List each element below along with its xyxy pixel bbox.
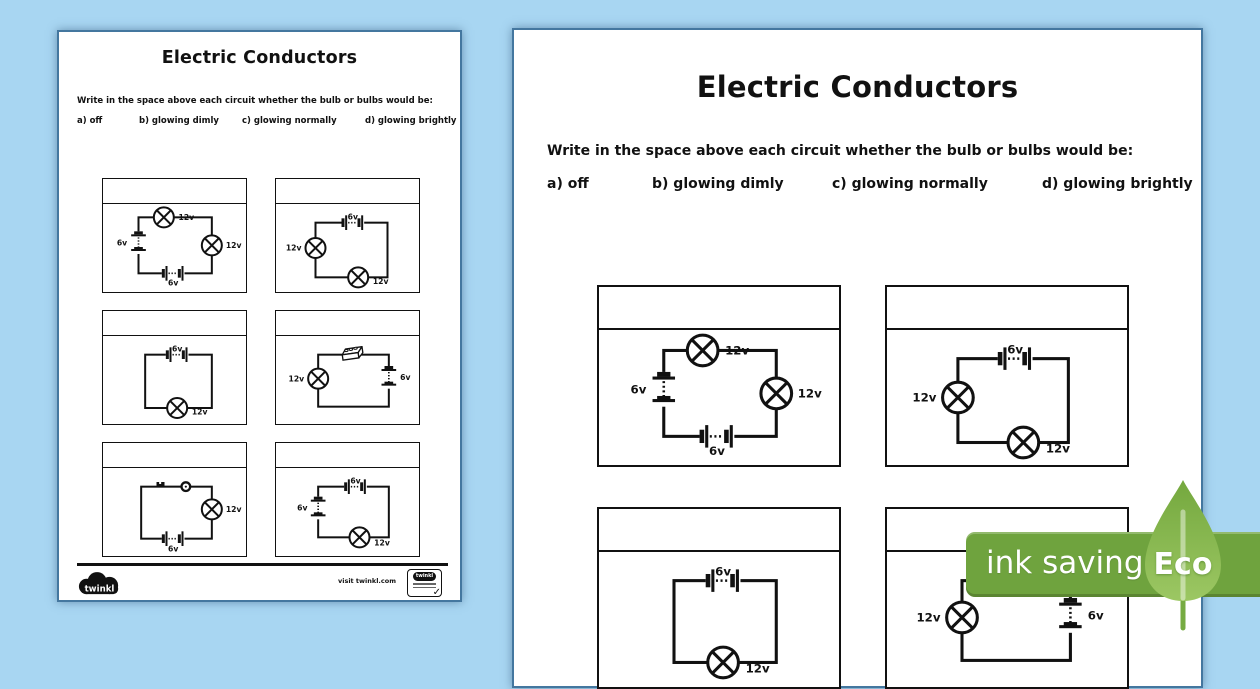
svg-text:6v: 6v — [631, 382, 647, 396]
option-b: b) glowing dimly — [139, 116, 219, 126]
option-c: c) glowing normally — [832, 176, 988, 192]
visit-twinkl-link: visit twinkl.com — [337, 577, 396, 585]
svg-text:12v: 12v — [912, 391, 936, 405]
twinkl-quality-badge: twinkl ✓ — [407, 569, 442, 598]
svg-text:6v: 6v — [168, 544, 178, 553]
svg-text:12v: 12v — [374, 538, 390, 547]
eco-leaf-icon — [1145, 480, 1221, 631]
svg-text:12v: 12v — [798, 387, 822, 401]
circuit-diagram-3: 6v 12v — [672, 565, 778, 680]
badge-text-line — [413, 583, 436, 585]
option-d: d) glowing brightly — [1042, 176, 1193, 192]
svg-text:6v: 6v — [1007, 343, 1023, 357]
svg-text:6v: 6v — [1088, 609, 1104, 623]
instruction-text: Write in the space above each circuit wh… — [547, 143, 1134, 159]
badge-logo: twinkl — [413, 572, 436, 581]
circuit-diagram-3: 6v 12v — [144, 344, 213, 419]
svg-text:12v: 12v — [725, 344, 749, 358]
svg-text:6v: 6v — [350, 476, 360, 485]
circuit-box-1: 12v 6v 12v 6v — [597, 285, 841, 467]
svg-text:12v: 12v — [917, 611, 941, 625]
answer-space — [103, 179, 246, 204]
answer-space — [599, 287, 839, 330]
circuit-diagram-6: 6v 6v 12v — [297, 476, 390, 549]
answer-space — [276, 311, 419, 336]
circuit-box-6: 6v 6v 12v — [275, 442, 420, 557]
answer-space — [103, 311, 246, 336]
svg-text:12v: 12v — [373, 277, 389, 286]
circuit-diagram-1: 12v 6v 12v 6v — [117, 206, 242, 287]
circuit-box-5: 12v 6v — [102, 442, 247, 557]
circuit-diagram-1: 12v 6v 12v 6v — [631, 333, 822, 458]
twinkl-logo: twinkl — [78, 572, 119, 595]
badge-text-line — [413, 586, 436, 588]
circuit-box-4: 12v 6v — [275, 310, 420, 425]
circuit-diagram-5: 12v 6v — [140, 481, 242, 553]
svg-text:12v: 12v — [226, 505, 242, 514]
answer-space — [276, 179, 419, 204]
svg-text:12v: 12v — [192, 408, 208, 417]
answer-space — [599, 509, 839, 552]
svg-text:6v: 6v — [348, 212, 358, 221]
answer-space — [103, 443, 246, 468]
instruction-text: Write in the space above each circuit wh… — [77, 96, 433, 106]
circuit-box-3: 6v 12v — [102, 310, 247, 425]
twinkl-logo-text: twinkl — [85, 585, 115, 595]
circuit-diagram-2: 6v 12v 12v — [286, 212, 389, 289]
svg-text:12v: 12v — [289, 374, 305, 383]
option-a: a) off — [547, 176, 589, 192]
circuit-box-3: 6v 12v — [597, 507, 841, 689]
svg-text:6v: 6v — [297, 504, 307, 513]
answer-space — [276, 443, 419, 468]
svg-text:6v: 6v — [117, 238, 127, 247]
option-b: b) glowing dimly — [652, 176, 784, 192]
option-d: d) glowing brightly — [365, 116, 457, 126]
svg-text:6v: 6v — [709, 444, 725, 458]
option-a: a) off — [77, 116, 103, 126]
circuit-diagram-4: 12v 6v — [289, 345, 410, 408]
page-title: Electric Conductors — [696, 70, 1019, 104]
ink-saving-label: ink saving — [986, 545, 1144, 581]
svg-text:6v: 6v — [168, 278, 178, 287]
svg-text:12v: 12v — [286, 244, 302, 253]
eco-label: Eco — [1153, 547, 1213, 582]
svg-text:6v: 6v — [400, 373, 410, 382]
worksheet-page-small: Electric Conductors Write in the space a… — [57, 30, 462, 602]
circuit-diagram-2: 6v 12v 12v — [912, 343, 1070, 460]
answer-space — [887, 287, 1127, 330]
svg-text:12v: 12v — [1046, 442, 1070, 456]
svg-text:12v: 12v — [226, 241, 242, 250]
page-title: Electric Conductors — [161, 48, 358, 68]
badge-pencil-icon: ✓ — [432, 587, 441, 598]
svg-text:6v: 6v — [172, 344, 182, 353]
page-footer: twinkl visit twinkl.com twinkl ✓ — [77, 563, 448, 606]
svg-text:12v: 12v — [179, 213, 195, 222]
circuit-box-2: 6v 12v 12v — [885, 285, 1129, 467]
option-c: c) glowing normally — [242, 116, 337, 126]
svg-text:12v: 12v — [746, 662, 770, 676]
svg-text:6v: 6v — [715, 565, 731, 579]
preview-background: Electric Conductors Write in the space a… — [57, 28, 1260, 689]
circuit-box-2: 6v 12v 12v — [275, 178, 420, 293]
circuit-grid: 12v 6v 12v 6v 6v 12v 12v 6v 12v 12v 6v — [597, 285, 1129, 689]
circuit-box-1: 12v 6v 12v 6v — [102, 178, 247, 293]
